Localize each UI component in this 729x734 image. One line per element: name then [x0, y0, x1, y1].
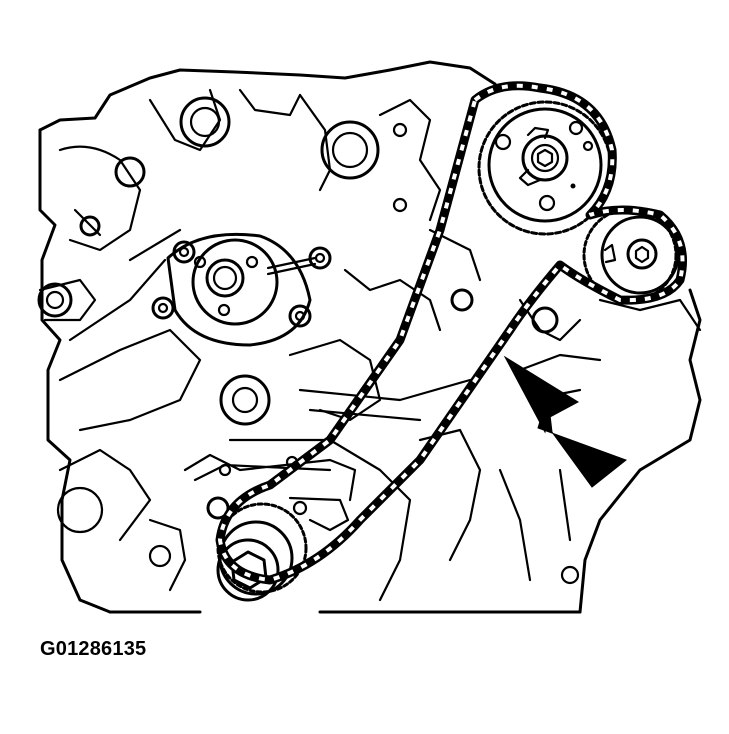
engine-block-outline: [37, 60, 702, 614]
timing-chain: [215, 81, 687, 585]
figure-id-label: G01286135: [40, 638, 147, 660]
water-pump-pulley: [151, 232, 332, 347]
indicator-arrow-head: [503, 355, 580, 434]
